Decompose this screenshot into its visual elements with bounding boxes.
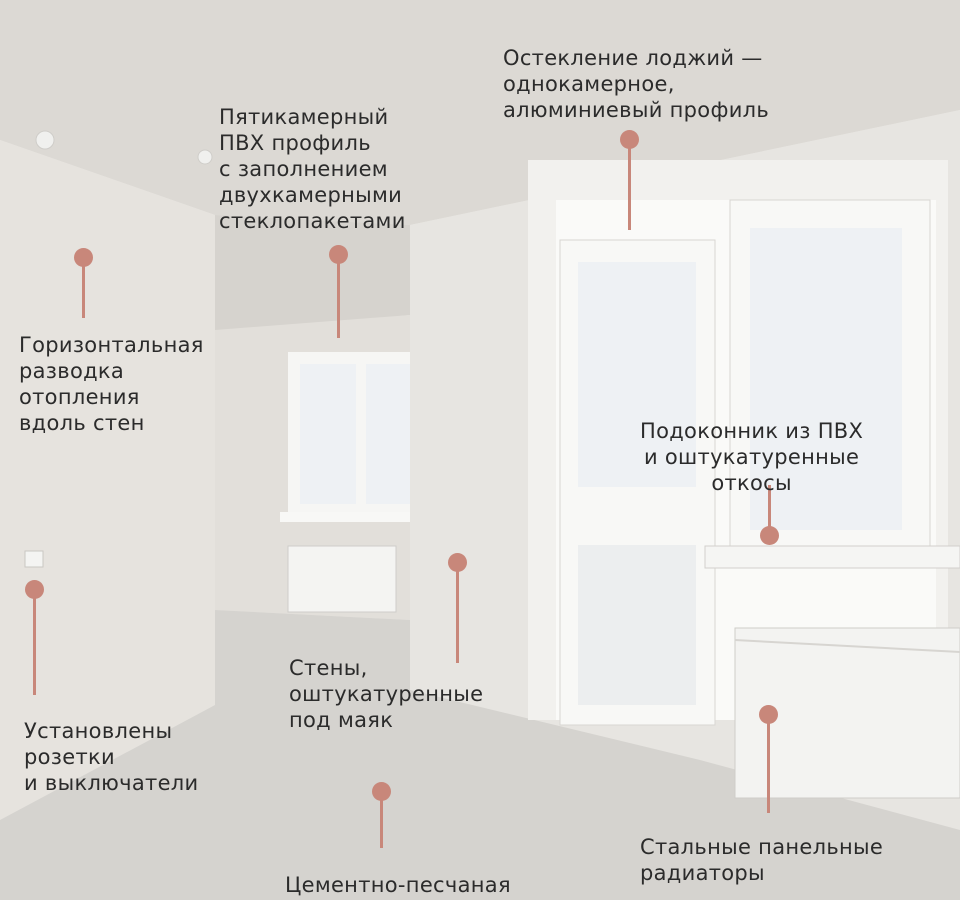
pin-walls: [448, 553, 467, 663]
smoke-detector: [35, 130, 55, 150]
back-radiator: [287, 545, 397, 613]
pin-pvc-profile: [329, 245, 348, 338]
light-switch: [24, 550, 44, 568]
pin-loggia-glazing: [620, 130, 639, 230]
pin-screed: [372, 782, 391, 848]
left-wall: [0, 140, 215, 820]
windowsill: [704, 545, 960, 569]
label-loggia-glazing: Остекление лоджий — однокамерное, алюмин…: [503, 46, 770, 122]
label-sockets: Установлены розетки и выключатели: [24, 719, 199, 795]
ceiling: [0, 0, 960, 225]
label-radiators: Стальные панельные радиаторы: [640, 835, 884, 885]
label-screed: Цементно-песчаная: [285, 873, 511, 897]
label-pvc-profile: Пятикамерный ПВХ профиль с заполнением д…: [219, 105, 406, 233]
pin-radiators: [759, 705, 778, 813]
pin-heating-wiring: [74, 248, 93, 318]
floor: [0, 610, 960, 900]
label-heating-wiring: Горизонтальная разводка отопления вдоль …: [19, 333, 204, 435]
label-walls: Стены, оштукатуренные под маяк: [289, 656, 484, 732]
label-windowsill: Подоконник из ПВХ и оштукатуренные откос…: [640, 419, 864, 495]
pin-sockets: [25, 580, 44, 695]
